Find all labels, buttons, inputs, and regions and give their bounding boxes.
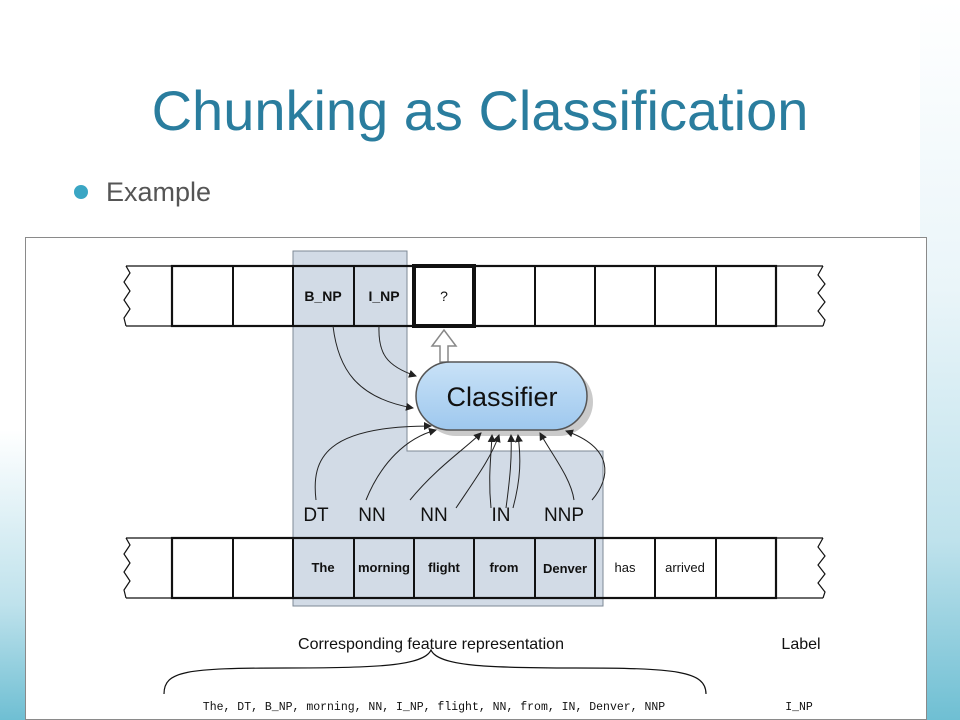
pos-tag-dt: DT bbox=[303, 505, 329, 526]
slide-title: Chunking as Classification bbox=[151, 79, 809, 142]
classifier-input-arrows bbox=[314, 325, 606, 509]
word-from: from bbox=[490, 560, 519, 575]
top-cell-unknown: ? bbox=[440, 288, 448, 304]
bullet-item: Example bbox=[74, 172, 211, 212]
feature-window-shading bbox=[292, 250, 604, 607]
slide-background-accent-left bbox=[0, 430, 26, 720]
label-caption: Label bbox=[781, 636, 820, 653]
word-flight: flight bbox=[428, 560, 460, 575]
label-value: I_NP bbox=[785, 701, 813, 714]
output-arrow-icon bbox=[430, 328, 458, 363]
bullet-text: Example bbox=[106, 176, 212, 207]
word-has: has bbox=[615, 560, 636, 575]
word-denver: Denver bbox=[543, 561, 587, 576]
feature-vector: The, DT, B_NP, morning, NN, I_NP, flight… bbox=[203, 701, 665, 714]
top-cell-i-np: I_NP bbox=[368, 288, 399, 304]
classifier-box bbox=[415, 361, 588, 431]
chunking-diagram: B_NP I_NP ? Classifier DT NN NN IN NNP bbox=[25, 237, 927, 720]
pos-tag-nnp: NNP bbox=[544, 505, 584, 526]
pos-tag-nn-2: NN bbox=[420, 505, 447, 526]
word-morning: morning bbox=[358, 560, 410, 575]
word-arrived: arrived bbox=[665, 560, 705, 575]
bottom-tape bbox=[123, 536, 826, 600]
bullet-dot-icon bbox=[74, 185, 88, 199]
pos-tag-in: IN bbox=[492, 505, 511, 526]
word-the: The bbox=[311, 560, 334, 575]
classifier-label: Classifier bbox=[446, 382, 557, 412]
top-tape bbox=[123, 264, 826, 328]
curly-brace bbox=[163, 648, 707, 695]
top-cell-b-np: B_NP bbox=[304, 288, 341, 304]
diagram-svg: B_NP I_NP ? Classifier DT NN NN IN NNP bbox=[123, 250, 826, 714]
feature-caption: Corresponding feature representation bbox=[298, 636, 564, 653]
pos-tag-nn-1: NN bbox=[358, 505, 385, 526]
